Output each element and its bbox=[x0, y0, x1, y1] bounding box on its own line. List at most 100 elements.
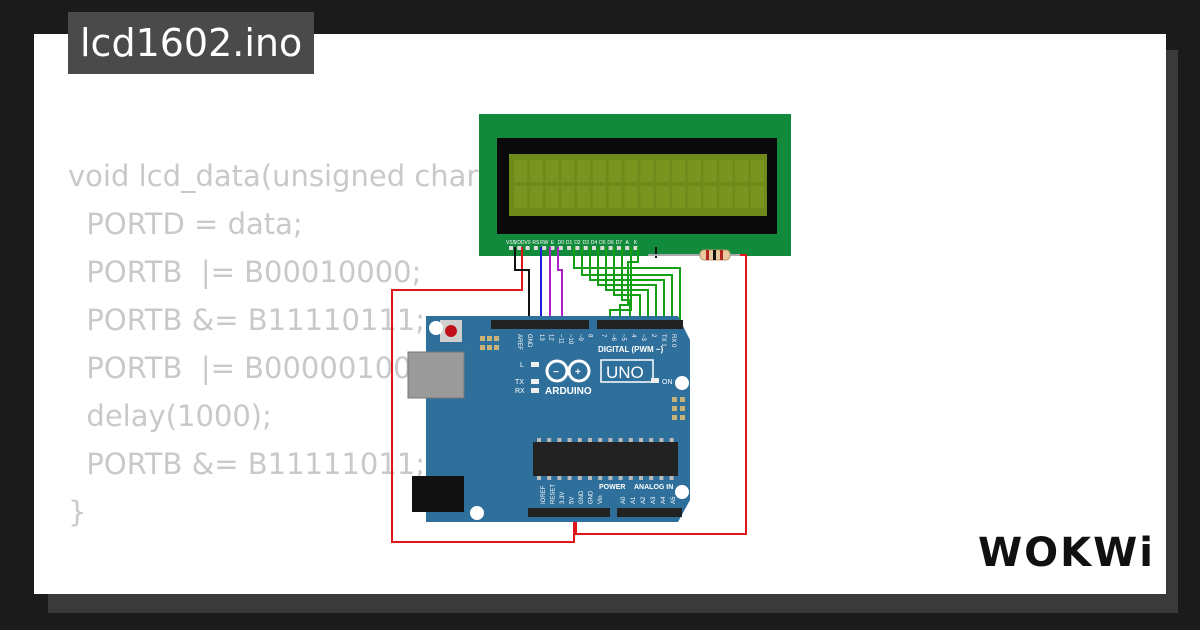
lcd-char-cell bbox=[561, 160, 575, 182]
icsp-pin bbox=[480, 345, 485, 350]
lcd-char-cell bbox=[703, 160, 717, 182]
chip-leg bbox=[567, 476, 572, 480]
chip-leg bbox=[669, 476, 674, 480]
lcd-pin-label: V0 bbox=[525, 240, 531, 246]
wire-e-10 bbox=[557, 247, 563, 322]
uno-badge bbox=[600, 359, 654, 383]
led-rx bbox=[531, 388, 539, 393]
icsp-pin bbox=[672, 415, 677, 420]
power-pin-label: GND bbox=[579, 490, 585, 504]
digital-pin-label: AREF bbox=[516, 334, 522, 350]
chip-leg bbox=[659, 476, 664, 480]
lcd-char-cell bbox=[593, 160, 606, 182]
lcd-pin bbox=[600, 246, 605, 250]
icsp-pin bbox=[680, 415, 685, 420]
power-pin-label: RESET bbox=[551, 484, 557, 504]
lcd-char-cell bbox=[624, 186, 638, 208]
digital-header-high bbox=[491, 320, 589, 329]
chip-leg bbox=[588, 438, 592, 442]
digital-header-low bbox=[597, 320, 683, 329]
uno-model: UNO bbox=[606, 363, 644, 382]
lcd-char-cell bbox=[514, 186, 527, 208]
lcd-pin-label: RW bbox=[540, 240, 549, 246]
lcd-pin-label: D1 bbox=[566, 240, 573, 246]
wire-d7 bbox=[619, 247, 639, 322]
lcd-pin-label: RS bbox=[532, 240, 540, 246]
power-pin-label: 3.3V bbox=[560, 492, 566, 504]
lcd-char-cell bbox=[687, 160, 701, 182]
code-line: delay(1000); bbox=[68, 399, 272, 433]
lcd-pin bbox=[517, 246, 522, 250]
digital-label: DIGITAL (PWM ~) bbox=[598, 345, 664, 354]
lcd-pin-label: VDD bbox=[514, 240, 525, 246]
code-line: PORTB |= B00000100 bbox=[68, 351, 412, 385]
lcd-pin bbox=[608, 246, 613, 250]
digital-pin-label: 8 bbox=[587, 334, 593, 338]
lcd-char-cell bbox=[719, 160, 733, 182]
lcd-char-cell bbox=[640, 160, 654, 182]
analog-pin-label: A3 bbox=[651, 496, 657, 504]
code-line: PORTB |= B00010000; bbox=[68, 255, 422, 289]
digital-pin-label: GND bbox=[526, 334, 532, 348]
chip-legs bbox=[537, 438, 674, 480]
wire-vdd-5v bbox=[391, 247, 575, 543]
lcd-char-cell bbox=[656, 160, 670, 182]
lcd-pin-header bbox=[509, 246, 638, 250]
icsp-pin bbox=[680, 397, 685, 402]
lcd-char-cell bbox=[577, 186, 591, 208]
power-header bbox=[528, 508, 610, 517]
resistor-band-2 bbox=[713, 250, 716, 260]
chip-leg bbox=[598, 438, 603, 442]
lcd-pin-label: D3 bbox=[582, 240, 589, 246]
lcd-pin-label: A bbox=[626, 240, 630, 246]
usb-port bbox=[407, 351, 465, 399]
lcd-pin-label: D7 bbox=[616, 240, 623, 246]
chip-leg bbox=[537, 476, 541, 480]
code-line: void lcd_data(unsigned char bbox=[68, 159, 479, 193]
chip-leg bbox=[588, 476, 592, 480]
lcd-pin bbox=[558, 246, 563, 250]
icsp-pin bbox=[487, 336, 492, 341]
digital-pin-label: ~5 bbox=[620, 334, 626, 342]
chip-leg bbox=[537, 438, 541, 442]
code-line: PORTB &= B11110111; bbox=[68, 303, 426, 337]
chip-leg bbox=[608, 438, 613, 442]
lcd-char-cell bbox=[529, 160, 543, 182]
lcd-pin bbox=[567, 246, 572, 250]
lcd-pin bbox=[625, 246, 630, 250]
code-snippet: void lcd_data(unsigned char PORTD = data… bbox=[68, 152, 577, 594]
chip-leg bbox=[628, 438, 633, 442]
reset-button[interactable] bbox=[445, 325, 457, 337]
svg-text:+: + bbox=[575, 367, 581, 378]
digital-pin-label: TX 1 bbox=[660, 334, 666, 347]
digital-pin-label: 12 bbox=[548, 334, 554, 341]
icsp-header-right bbox=[672, 397, 685, 420]
lcd-char-cell bbox=[735, 186, 749, 208]
resistor[interactable] bbox=[648, 249, 740, 261]
svg-text:−: − bbox=[553, 367, 559, 378]
lcd-pin bbox=[542, 246, 547, 250]
power-label: POWER bbox=[599, 484, 625, 491]
analog-pin-label: A1 bbox=[631, 496, 637, 504]
chip-leg bbox=[598, 476, 603, 480]
chip-leg bbox=[649, 438, 654, 442]
icsp-pin bbox=[680, 406, 685, 411]
lcd-char-cell bbox=[719, 186, 733, 208]
chip-leg bbox=[557, 476, 562, 480]
lcd-pin-label: D0 bbox=[558, 240, 565, 246]
analog-pin-label: A5 bbox=[671, 496, 677, 504]
digital-pin-label: ~11 bbox=[557, 334, 563, 344]
power-pin-label: Vin bbox=[598, 495, 604, 504]
led-l-label: L bbox=[520, 362, 524, 369]
digital-pin-label: ~6 bbox=[610, 334, 616, 342]
digital-pin-label: ~10 bbox=[567, 334, 573, 345]
lcd-char-cell bbox=[672, 186, 685, 208]
chip-leg bbox=[547, 476, 552, 480]
wire-vss-gnd bbox=[514, 247, 530, 322]
chip-leg bbox=[639, 438, 643, 442]
lcd-char-cell bbox=[577, 160, 591, 182]
icsp-pin bbox=[672, 397, 677, 402]
